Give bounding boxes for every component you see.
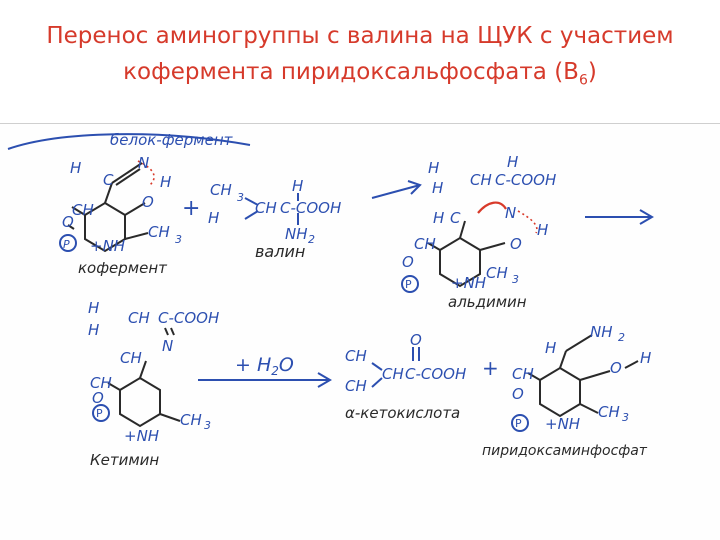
aldimine-h3c: H xyxy=(428,159,439,177)
ketimine-n: N xyxy=(162,337,173,355)
arrow-1 xyxy=(371,180,422,199)
coenzyme-structure xyxy=(67,162,149,253)
ketoacid-ch3: CH xyxy=(345,347,367,365)
ketimine-h3c: H xyxy=(88,299,99,317)
sub-2: 2 xyxy=(618,331,625,344)
label-aldimine: альдимин xyxy=(448,293,527,311)
atom-p: P xyxy=(63,238,70,251)
pyridoxamine-h2c: H xyxy=(545,339,556,357)
sub-3: 3 xyxy=(204,419,211,432)
ketimine-ring xyxy=(107,327,181,428)
aldimine-cooh: C-COOH xyxy=(495,171,556,189)
enzyme-arc xyxy=(7,133,251,150)
title-line-1: Перенос аминогруппы с валина на ЩУК с уч… xyxy=(46,23,674,49)
plus-sign: + xyxy=(482,356,499,380)
atom-p: P xyxy=(96,407,103,420)
title-line-2: кофермента пиридоксальфосфата (В6) xyxy=(123,59,597,89)
electron-arrow xyxy=(477,201,507,214)
aldimine-nh: +NH xyxy=(451,274,486,292)
ketimine-cooh: C-COOH xyxy=(158,309,219,327)
aldimine-h: H xyxy=(507,153,518,171)
ketoacid-cooh: C-COOH xyxy=(405,365,466,383)
pyridoxamine-nh: +NH xyxy=(545,415,580,433)
ketimine-ch: CH xyxy=(128,309,150,327)
plus-sign: + xyxy=(182,196,200,221)
label-valine: валин xyxy=(255,242,305,261)
atom-ch3: CH xyxy=(148,223,170,241)
atom-n: N xyxy=(138,154,149,172)
aldimine-ring xyxy=(427,220,506,288)
aldimine-n: N xyxy=(505,204,516,222)
aldimine-o: O xyxy=(510,235,522,253)
atom-o: O xyxy=(62,213,74,231)
atom-p: P xyxy=(405,278,412,291)
valine-nh2: NH xyxy=(285,225,308,243)
valine-ch: CH xyxy=(255,199,277,217)
aldimine-h3c: H xyxy=(432,179,443,197)
valine-h: H xyxy=(292,177,303,195)
label-coenzyme: кофермент xyxy=(78,259,168,277)
atom-h: H xyxy=(160,173,171,191)
pyridoxamine-h: H xyxy=(640,349,651,367)
label-ketimine: Кетимин xyxy=(90,451,159,469)
aldimine-o: O xyxy=(402,253,414,271)
valine-bonds xyxy=(244,193,299,225)
valine-cooh: C-COOH xyxy=(280,199,341,217)
phosphate-circle xyxy=(92,404,110,422)
valine-h3c: H xyxy=(208,209,219,227)
phosphate-circle xyxy=(59,234,77,252)
reaction-scheme: белок-фермент H C N O H CH O P +NH CH 3 … xyxy=(0,123,720,540)
aldimine-c: C xyxy=(450,209,461,227)
atom-o: O xyxy=(142,193,154,211)
ketimine-nh: +NH xyxy=(124,427,159,445)
phosphate-circle xyxy=(511,414,529,432)
aldimine-ch2: CH xyxy=(414,235,436,253)
phosphate-circle xyxy=(401,275,419,293)
sub-3: 3 xyxy=(237,191,244,204)
ketoacid-ch3: CH xyxy=(345,377,367,395)
atom-c: C xyxy=(103,171,114,189)
atom-p: P xyxy=(515,417,522,430)
sub-3: 3 xyxy=(175,233,182,246)
pyridoxamine-nh2: NH xyxy=(590,323,613,341)
pyridoxamine-o: O xyxy=(610,359,622,377)
ketoacid-o: O xyxy=(410,331,422,349)
pyridoxamine-ch3: CH xyxy=(598,403,620,421)
sub-3: 3 xyxy=(622,411,629,424)
arrow-3 xyxy=(198,372,332,388)
ketimine-ch2: CH xyxy=(120,349,142,367)
ketimine-ch3: CH xyxy=(180,411,202,429)
aldimine-ch: CH xyxy=(470,171,492,189)
label-pyridoxamine: пиридоксаминфосфат xyxy=(482,443,648,459)
atom-ch2: CH xyxy=(72,201,94,219)
sub-3: 3 xyxy=(512,273,519,286)
ketoacid-ch: CH xyxy=(382,365,404,383)
pyridoxamine-ring xyxy=(527,334,639,418)
aldimine-h: H xyxy=(537,221,548,239)
ketimine-o: O xyxy=(92,389,104,407)
pyridoxamine-ch2: CH xyxy=(512,365,534,383)
valine-ch3: CH xyxy=(210,181,232,199)
sub-2: 2 xyxy=(308,233,315,246)
label-ketoacid: α-кетокислота xyxy=(345,404,460,422)
pyridoxamine-o: O xyxy=(512,385,524,403)
atom-h: H xyxy=(70,159,81,177)
ketimine-h3c: H xyxy=(88,321,99,339)
label-enzyme: белок-фермент xyxy=(110,131,234,149)
ketimine-ch2: CH xyxy=(90,374,112,392)
ketoacid-bonds xyxy=(371,347,420,388)
aldimine-h: H xyxy=(433,209,444,227)
aldimine-ch3: CH xyxy=(486,264,508,282)
arrow-2 xyxy=(585,209,654,225)
water-label: + H2O xyxy=(235,354,294,378)
page-title: Перенос аминогруппы с валина на ЩУК с уч… xyxy=(0,18,720,99)
atom-nh: +NH xyxy=(90,237,125,255)
